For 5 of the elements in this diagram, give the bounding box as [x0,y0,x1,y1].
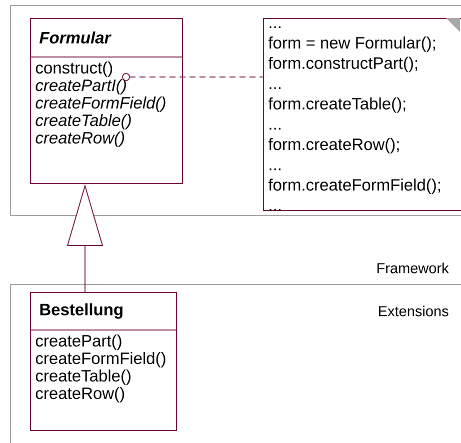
connector-line [122,73,264,81]
note-box: ... form = new Formular(); form.constructPart(); ... form.createTable(); ... form.createRow(); ... form.createFormField(); ... [263,18,461,211]
node-label: Framework [377,262,449,274]
class-box: Bestellung createPart() createFormField() createTable() createRow() [30,292,177,431]
class-box: Formular construct() createPartI() createFormField() createTable() createRow() [30,18,183,184]
